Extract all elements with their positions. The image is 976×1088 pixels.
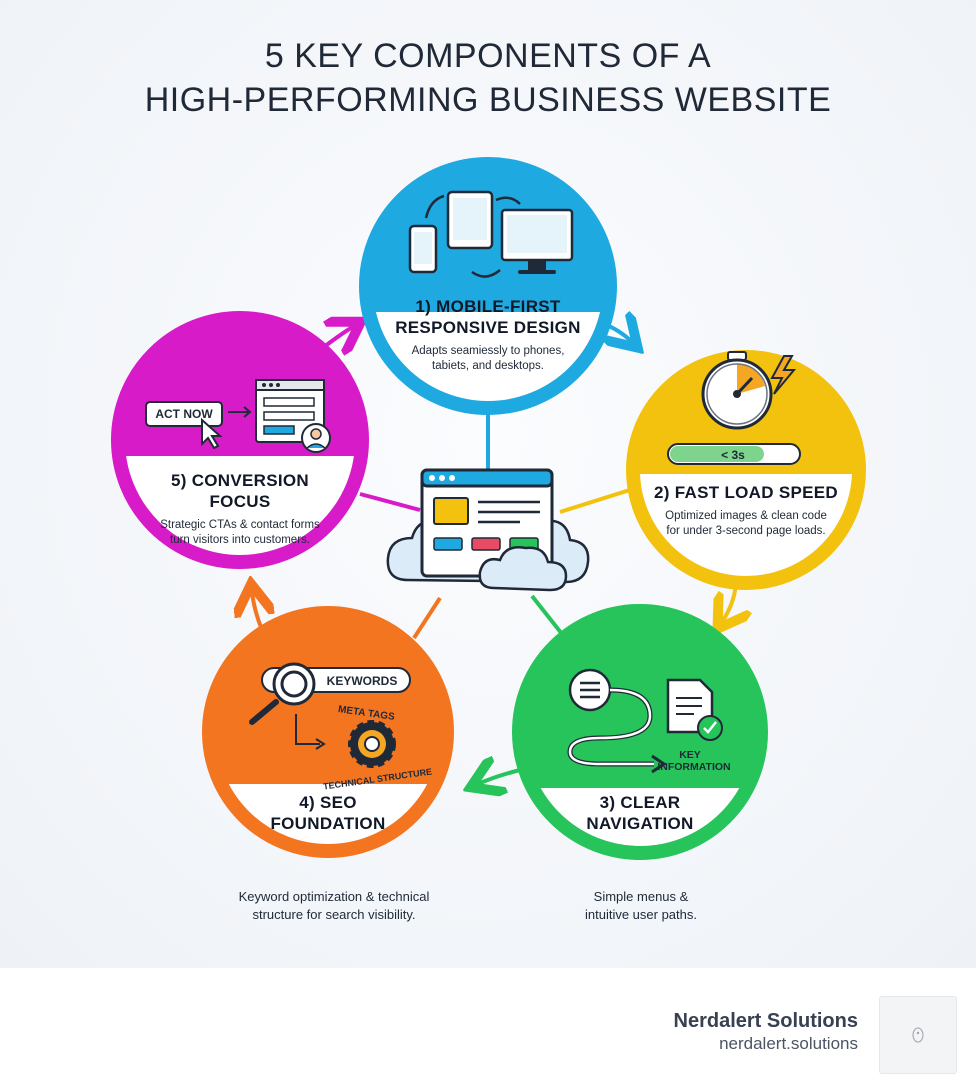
component-5-text: 5) CONVERSION FOCUS Strategic CTAs & con…: [140, 470, 340, 548]
key-info-label-1: KEY: [679, 749, 701, 761]
component-5-circle: ACT NOW: [111, 311, 369, 569]
component-1-title-line-2: RESPONSIVE DESIGN: [395, 318, 581, 337]
component-1-desc-line-2: tabiets, and desktops.: [432, 360, 544, 372]
component-1-desc-line-1: Adapts seamiessly to phones,: [411, 345, 565, 357]
component-2-circle: < 3s: [626, 350, 866, 590]
brand-url[interactable]: nerdalert.solutions: [719, 1034, 858, 1053]
component-4-title-line-2: FOUNDATION: [270, 814, 386, 833]
component-2-desc-line-2: for under 3-second page loads.: [666, 525, 826, 537]
brand-name: Nerdalert Solutions: [673, 1010, 858, 1032]
component-5-description: Strategic CTAs & contact forms turn visi…: [140, 518, 340, 548]
gear-icon: [348, 720, 396, 768]
speed-progress-bar: < 3s: [667, 443, 801, 465]
brand-logo: [879, 996, 957, 1074]
speed-badge-label: < 3s: [721, 448, 745, 462]
search-icon: [249, 662, 316, 725]
component-3-title-line-2: NAVIGATION: [586, 814, 694, 833]
component-3-description: Simple menus & intuitive user paths.: [546, 888, 736, 924]
component-4-desc-line-1: Keyword optimization & technical: [238, 889, 430, 904]
component-2-description: Optimized images & clean code for under …: [641, 509, 851, 539]
component-2-desc-line-1: Optimized images & clean code: [665, 510, 827, 522]
component-5-title: 5) CONVERSION FOCUS: [140, 470, 340, 512]
component-4-circle: KEYWORDS META TAGS TECHNICAL STRUCTURE: [202, 606, 454, 858]
footer: [0, 968, 976, 1088]
document-check-icon: [666, 678, 723, 741]
component-1-title-line-1: 1) MOBILE-FIRST: [415, 297, 561, 316]
component-1-description: Adapts seamiessly to phones, tabiets, an…: [388, 344, 588, 374]
component-2-text: 2) FAST LOAD SPEED Optimized images & cl…: [641, 482, 851, 539]
navigation-path-icon: [567, 668, 667, 774]
act-now-button-graphic: ACT NOW: [145, 401, 223, 427]
page-title: 5 KEY COMPONENTS OF A HIGH-PERFORMING BU…: [0, 34, 976, 122]
cursor-icon: [201, 417, 223, 450]
component-2-title: 2) FAST LOAD SPEED: [641, 482, 851, 503]
component-1-title: 1) MOBILE-FIRST RESPONSIVE DESIGN: [388, 296, 588, 338]
component-3-text: 3) CLEAR NAVIGATION: [550, 792, 730, 834]
component-4-title: 4) SEO FOUNDATION: [238, 792, 418, 834]
component-3-circle: KEY INFORMATION: [512, 604, 768, 860]
component-2-title-line-1: 2) FAST LOAD SPEED: [654, 483, 838, 502]
cloud-website-icon: [386, 468, 590, 592]
component-5-title-line-1: 5) CONVERSION: [170, 471, 310, 490]
stopwatch-icon: [701, 351, 773, 430]
lightning-icon: [770, 355, 797, 395]
hub-connectors: [359, 408, 637, 640]
component-3-desc-line-2: intuitive user paths.: [584, 907, 697, 922]
act-now-label: ACT NOW: [155, 407, 213, 421]
component-1-text: 1) MOBILE-FIRST RESPONSIVE DESIGN Adapts…: [388, 296, 588, 374]
component-3-desc-line-1: Simple menus &: [593, 889, 689, 904]
diagram-svg: < 3s KEY INFORMATION: [111, 157, 866, 860]
devices-icon: [408, 190, 574, 278]
component-4-title-line-1: 4) SEO: [299, 793, 357, 812]
component-5-desc-line-1: Strategic CTAs & contact forms: [160, 519, 320, 531]
key-info-label-2: INFORMATION: [657, 761, 730, 773]
logo-mark-icon: [912, 1027, 924, 1043]
user-avatar-icon: [301, 423, 331, 453]
title-line-1: 5 KEY COMPONENTS OF A: [264, 37, 712, 75]
component-3-title-line-1: 3) CLEAR: [599, 793, 681, 812]
component-5-title-line-2: FOCUS: [209, 492, 271, 511]
component-3-title: 3) CLEAR NAVIGATION: [550, 792, 730, 834]
title-line-2: HIGH-PERFORMING BUSINESS WEBSITE: [144, 81, 832, 119]
component-5-desc-line-2: turn visitors into customers.: [170, 534, 310, 546]
component-4-text: 4) SEO FOUNDATION: [238, 792, 418, 834]
component-4-desc-line-2: structure for search visibility.: [252, 907, 416, 922]
component-1-circle: [359, 157, 617, 415]
keywords-label: KEYWORDS: [327, 674, 398, 688]
component-4-description: Keyword optimization & technical structu…: [214, 888, 454, 924]
